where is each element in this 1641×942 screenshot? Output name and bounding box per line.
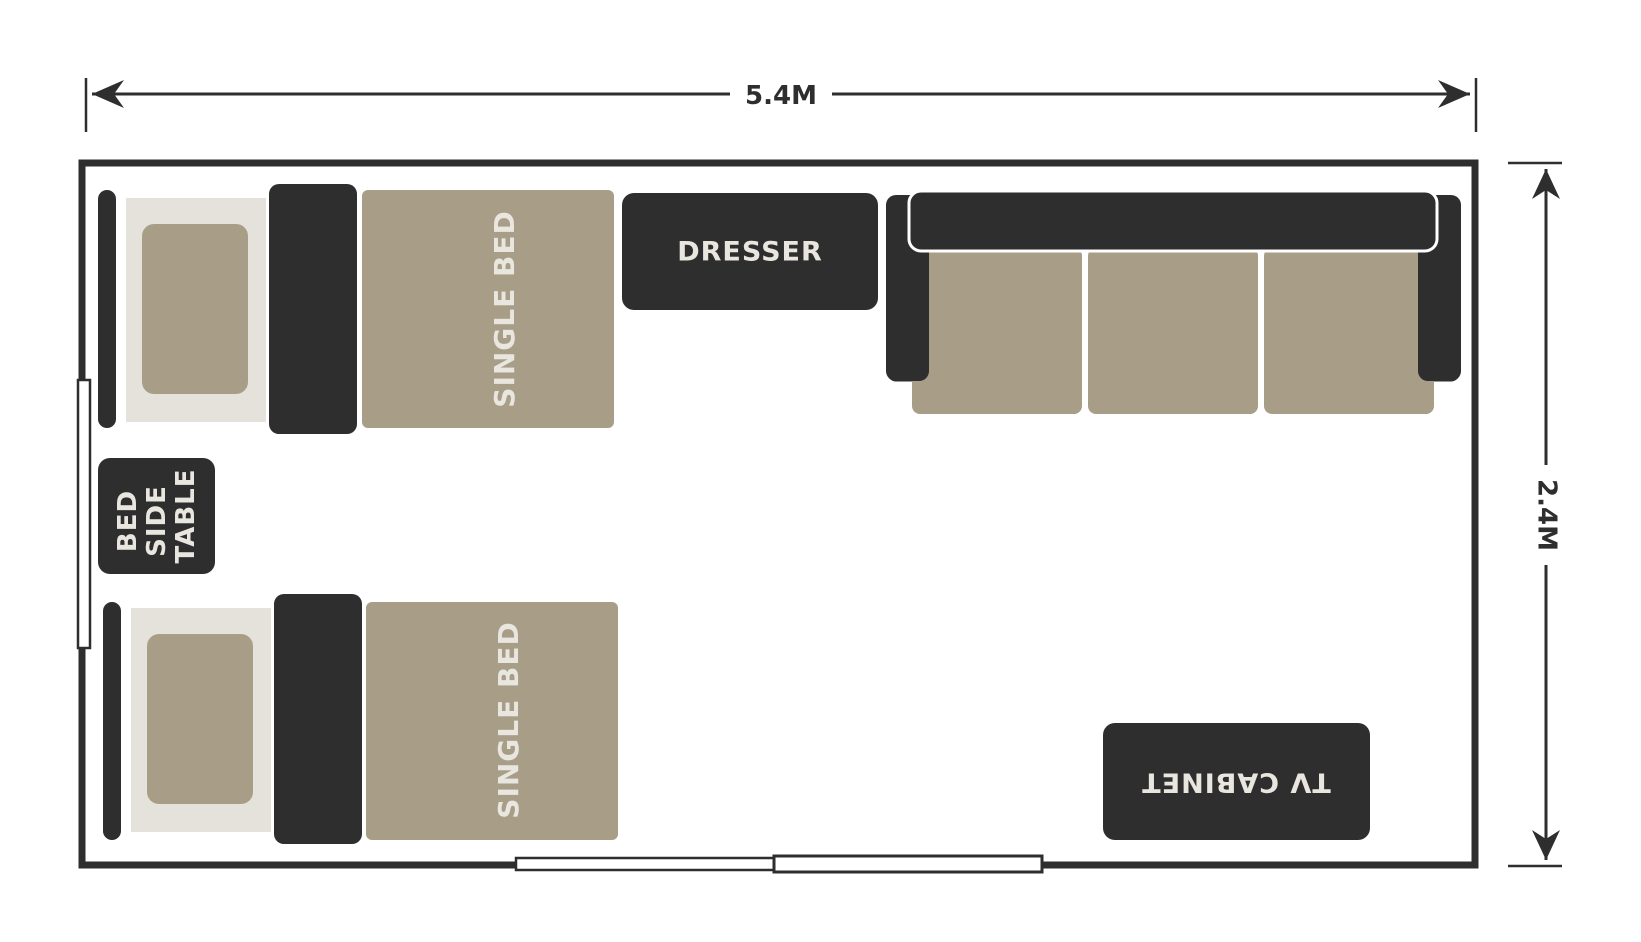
bedside-table-line-1: BED	[113, 490, 143, 552]
width-arrowhead-right	[1438, 80, 1470, 108]
width-arrowhead-left	[92, 80, 124, 108]
bedside-table-top	[98, 458, 215, 574]
bottom-window-pane-left	[514, 856, 776, 872]
height-arrowhead-top	[1532, 169, 1560, 199]
bed-headboard	[269, 184, 357, 434]
bed-headboard	[274, 594, 362, 844]
height-label: 2.4M	[1532, 479, 1562, 551]
bedside-table-line-3: TABLE	[171, 469, 201, 564]
mattress	[366, 602, 618, 840]
sofa-cushion-3	[1264, 248, 1434, 414]
height-dimension: 2.4M	[1508, 161, 1562, 868]
mattress	[362, 190, 614, 428]
svg-text:BED SIDE TABLE: BED SIDE TABLE	[113, 469, 201, 564]
single-bed-top: SINGLE BED	[98, 184, 614, 434]
pillow	[142, 224, 248, 394]
tv-cabinet-top	[1103, 723, 1370, 840]
width-label: 5.4M	[745, 81, 817, 111]
bedside-table: BED SIDE TABLE	[98, 458, 215, 574]
bedside-table-line-2: SIDE	[142, 485, 172, 557]
bed-rail	[103, 602, 121, 840]
sofa-cushion-1	[912, 248, 1082, 414]
dresser: DRESSER	[622, 193, 878, 310]
bed-rail	[98, 190, 116, 428]
single-bed-bottom: SINGLE BED	[103, 594, 618, 844]
sofa-backrest	[907, 189, 1439, 253]
bottom-window	[514, 854, 1044, 874]
dresser-label: DRESSER	[677, 237, 823, 268]
tv-cabinet: TV CABINET	[1103, 723, 1370, 840]
tv-cabinet-label: TV CABINET	[1141, 767, 1331, 798]
left-window	[76, 378, 92, 650]
bed-label: SINGLE BED	[492, 621, 525, 818]
width-dimension: 5.4M	[84, 78, 1478, 132]
bottom-window-pane-right	[772, 854, 1044, 874]
dresser-top	[622, 193, 878, 310]
height-arrowhead-bottom	[1532, 830, 1560, 860]
pillow	[147, 634, 253, 804]
sofa	[884, 189, 1463, 414]
sofa-cushion-2	[1088, 248, 1258, 414]
bed-label: SINGLE BED	[488, 210, 521, 407]
